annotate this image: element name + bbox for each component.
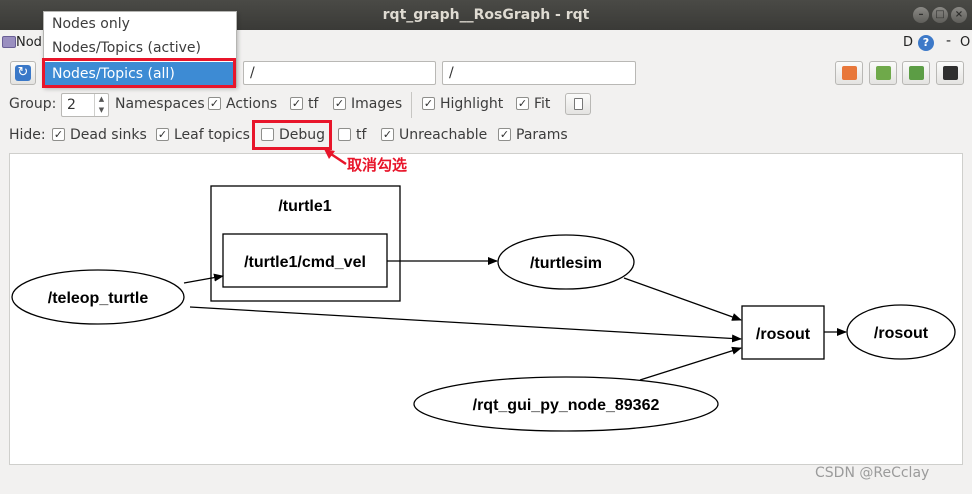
tf-hide-label: tf (356, 127, 367, 143)
minimize-icon[interactable]: – (913, 7, 929, 23)
dropdown-option-nodes-topics-active[interactable]: Nodes/Topics (active) (52, 40, 201, 56)
save-dot-button[interactable] (869, 61, 897, 85)
params-label: Params (516, 127, 568, 143)
save-svg-button[interactable] (902, 61, 930, 85)
screen-icon (943, 66, 958, 80)
group-turtle1-box (210, 185, 401, 302)
topic-cmd-vel-label: /turtle1/cmd_vel (244, 254, 366, 271)
edge-turtlesim-to-rosout (623, 277, 742, 321)
topic-cmd-vel-box[interactable] (222, 233, 388, 288)
topic-rosout-label: /rosout (756, 326, 811, 343)
save-svg-icon (909, 66, 924, 80)
fit-view-icon (574, 98, 583, 110)
topic-filter-input[interactable]: / (442, 61, 636, 85)
edge-teleop-to-rosout (189, 306, 742, 343)
tf-group-checkbox[interactable]: ✓ (333, 97, 346, 110)
minimize-plugin-button[interactable]: - (946, 33, 952, 49)
group-label: Group: (9, 96, 57, 112)
folder-icon (842, 66, 857, 80)
actions-label: Actions (226, 96, 278, 112)
highlight-checkbox[interactable]: ✓ (422, 97, 435, 110)
spin-arrows-icon[interactable]: ▲▼ (94, 94, 108, 116)
close-plugin-button[interactable]: O (960, 35, 971, 50)
node-turtlesim[interactable] (497, 234, 635, 290)
params-checkbox[interactable]: ✓ (498, 128, 511, 141)
save-image-button[interactable] (936, 61, 964, 85)
highlight-box-debug (252, 120, 332, 150)
unreachable-label: Unreachable (399, 127, 488, 143)
tf-hide-checkbox[interactable] (338, 128, 351, 141)
fit-label: Fit (534, 96, 551, 112)
fit-in-view-button[interactable] (565, 93, 591, 115)
tf-group-label: tf (308, 96, 319, 112)
graph-mode-dropdown[interactable]: Nodes only Nodes/Topics (active) Nodes/T… (43, 11, 237, 87)
actions-checkbox[interactable]: ✓ (290, 97, 303, 110)
plugin-title: Nod (16, 35, 42, 50)
namespaces-checkbox[interactable]: ✓ (208, 97, 221, 110)
dropdown-option-nodes-topics-all[interactable]: Nodes/Topics (all) (44, 62, 236, 86)
help-icon[interactable]: ? (918, 35, 934, 51)
window-title: rqt_graph__RosGraph - rqt (382, 7, 590, 23)
refresh-icon: ↻ (15, 65, 31, 81)
node-teleop-turtle-label: /teleop_turtle (48, 290, 149, 307)
maximize-icon[interactable]: □ (932, 7, 948, 23)
namespaces-label: Namespaces (115, 96, 205, 112)
node-rqt-gui-label: /rqt_gui_py_node_89362 (473, 397, 660, 414)
group-spinbox[interactable]: 2 ▲▼ (61, 93, 109, 117)
group-turtle1-label: /turtle1 (278, 198, 331, 215)
topic-rosout-box[interactable] (741, 305, 825, 360)
dead-sinks-label: Dead sinks (70, 127, 147, 143)
edge-teleop-to-cmd-vel (183, 273, 224, 284)
group-value: 2 (67, 97, 76, 113)
leaf-topics-checkbox[interactable]: ✓ (156, 128, 169, 141)
dock-button[interactable]: D (903, 35, 914, 50)
annotation-text: 取消勾选 (347, 156, 408, 174)
namespace-filter-input[interactable]: / (243, 61, 436, 85)
unreachable-checkbox[interactable]: ✓ (381, 128, 394, 141)
watermark: CSDN @ReCclay (815, 465, 930, 481)
highlight-label: Highlight (440, 96, 504, 112)
fit-checkbox[interactable]: ✓ (516, 97, 529, 110)
plugin-icon (2, 36, 16, 48)
node-rosout[interactable] (846, 304, 956, 360)
leaf-topics-label: Leaf topics (174, 127, 250, 143)
node-rosout-label: /rosout (874, 325, 929, 342)
save-dot-icon (876, 66, 891, 80)
ros-graph: /turtle1 /turtle1/cmd_vel /teleop_turtle… (11, 185, 956, 432)
toolbar-separator (411, 92, 412, 118)
images-label: Images (351, 96, 403, 112)
node-rqt-gui[interactable] (413, 376, 719, 432)
edge-rqt-to-rosout (639, 346, 742, 381)
graph-canvas[interactable]: /turtle1 /turtle1/cmd_vel /teleop_turtle… (9, 153, 963, 465)
dropdown-option-nodes-only[interactable]: Nodes only (52, 16, 130, 32)
debug-checkbox[interactable] (261, 128, 274, 141)
node-turtlesim-label: /turtlesim (530, 255, 602, 272)
node-teleop-turtle[interactable] (11, 269, 185, 325)
hide-label: Hide: (9, 127, 46, 143)
dead-sinks-checkbox[interactable]: ✓ (52, 128, 65, 141)
close-icon[interactable]: × (951, 7, 967, 23)
refresh-button[interactable]: ↻ (10, 61, 36, 85)
annotation-arrow-icon (324, 149, 347, 166)
debug-label: Debug (279, 127, 326, 143)
load-dot-button[interactable] (835, 61, 863, 85)
highlight-box-selected-mode (42, 58, 236, 88)
